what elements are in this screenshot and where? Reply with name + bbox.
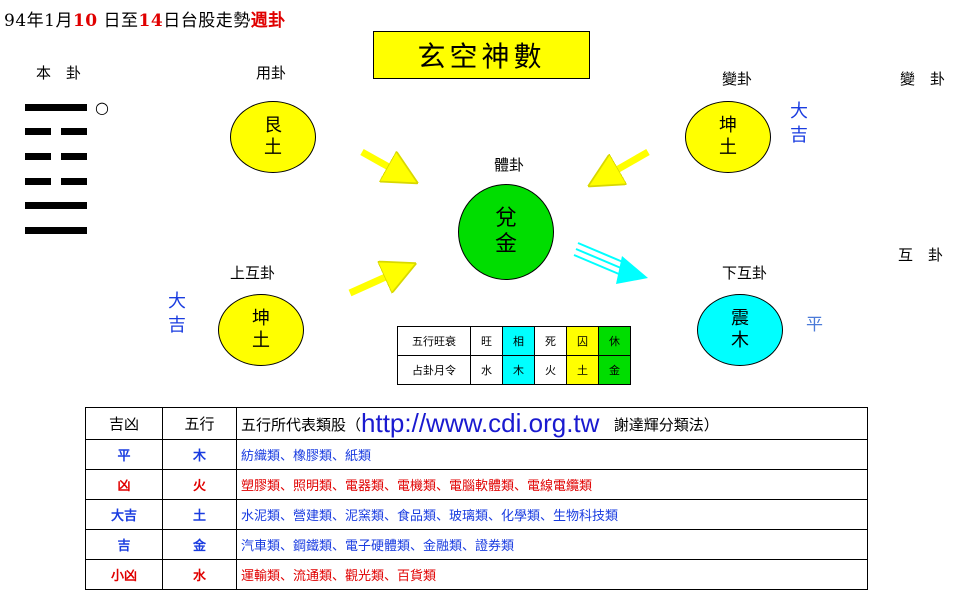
bian-gua-circle: 坤土 [685,101,771,173]
circle-text: 土 [719,137,737,158]
table-cell: 囚 [566,326,599,356]
luck-cell: 大吉 [85,499,163,530]
table-cell: 水 [470,355,503,385]
luck-text: 大 [168,291,186,312]
luck-text: 吉 [168,315,186,336]
luck-text: 大 [790,101,808,122]
arrow-shang-hu-to-ti [348,266,410,297]
hu-gua-outer-label: 互 卦 [898,246,944,264]
circle-text: 坤 [252,308,270,329]
luck-cell: 平 [85,439,163,470]
website-link[interactable]: http://www.cdi.org.tw [361,408,600,438]
circle-text: 艮 [264,115,282,136]
hexagram-line-yang [25,202,87,209]
hexagram-line-yin [61,178,87,185]
table-cell: 占卦月令 [397,355,471,385]
shang-hu-gua-circle: 坤土 [218,294,304,366]
hexagram-line-yin [25,178,51,185]
element-cell: 水 [162,559,237,590]
table-cell: 死 [534,326,567,356]
luck-cell: 小凶 [85,559,163,590]
shang-hu-gua-luck: 大吉 [168,290,186,338]
table-cell: 旺 [470,326,503,356]
stocks-cell: 運輸類、流通類、觀光類、百貨類 [236,559,868,590]
ben-gua-label: 本 卦 [36,64,82,82]
header-cell-luck: 吉凶 [85,407,163,440]
circle-text: 土 [252,330,270,351]
arrow-ti-to-xia-hu [573,242,648,284]
circle-text: 坤 [719,115,737,136]
table-row: 五行旺衰 旺 相 死 囚 休 [397,326,631,356]
bian-gua-luck: 大吉 [790,100,808,148]
stock-classification-table: 吉凶 五行 五行所代表類股（http://www.cdi.org.tw 謝達輝分… [85,407,868,590]
header-text: 謝達輝分類法） [613,416,719,434]
circle-text: 金 [494,232,517,257]
table-cell: 土 [566,355,599,385]
table-cell: 休 [598,326,631,356]
table-cell: 木 [502,355,535,385]
table-cell: 火 [534,355,567,385]
circle-text: 木 [731,330,749,351]
hexagram-line-yin [61,153,87,160]
table-row: 凶 火 塑膠類、照明類、電器類、電機類、電腦軟體類、電線電纜類 [85,469,868,500]
element-cell: 金 [162,529,237,560]
ti-gua-label: 體卦 [494,156,525,174]
yong-gua-label: 用卦 [256,64,287,82]
stocks-cell: 紡織類、橡膠類、紙類 [236,439,868,470]
hexagram-line-yin [61,128,87,135]
bian-gua-label: 變卦 [722,70,753,88]
header-suffix: 週卦 [250,11,286,31]
luck-text: 吉 [790,125,808,146]
stocks-cell: 汽車類、鋼鐵類、電子硬體類、金融類、證券類 [236,529,868,560]
element-cell: 火 [162,469,237,500]
hexagram-line-yang [25,227,87,234]
table-row: 吉 金 汽車類、鋼鐵類、電子硬體類、金融類、證券類 [85,529,868,560]
xia-hu-gua-luck: 平 [806,315,823,335]
circle-text: 震 [731,308,749,329]
stocks-cell: 塑膠類、照明類、電器類、電機類、電腦軟體類、電線電纜類 [236,469,868,500]
header-date-part: 94年1月 [4,11,73,31]
table-row: 小凶 水 運輸類、流通類、觀光類、百貨類 [85,559,868,590]
bian-gua-outer-label: 變 卦 [900,70,946,88]
header-day-end: 14 [138,11,164,31]
header-cell-element: 五行 [162,407,237,440]
table-row: 占卦月令 水 木 火 土 金 [397,355,631,385]
header-cell-stocks: 五行所代表類股（http://www.cdi.org.tw 謝達輝分類法） [236,407,868,440]
table-row: 平 木 紡織類、橡膠類、紙類 [85,439,868,470]
arrow-yong-to-ti [360,148,412,180]
header-text: 五行所代表類股（ [241,416,362,434]
hexagram-line-yang [25,104,87,111]
hexagram-line-yin [25,128,51,135]
table-cell: 相 [502,326,535,356]
table-cell: 金 [598,355,631,385]
table-row: 大吉 土 水泥類、營建類、泥窯類、食品類、玻璃類、化學類、生物科技類 [85,499,868,530]
header-date-part: 日至 [97,11,139,31]
header-title: 94年1月10 日至14日台股走勢週卦 [4,6,286,31]
luck-cell: 凶 [85,469,163,500]
xia-hu-gua-circle: 震木 [697,294,783,366]
header-day-start: 10 [72,11,98,31]
five-element-table: 五行旺衰 旺 相 死 囚 休 占卦月令 水 木 火 土 金 [397,326,631,385]
stocks-cell: 水泥類、營建類、泥窯類、食品類、玻璃類、化學類、生物科技類 [236,499,868,530]
element-cell: 木 [162,439,237,470]
element-cell: 土 [162,499,237,530]
hexagram-line-yin [25,153,51,160]
circle-text: 兌 [494,206,517,231]
table-cell: 五行旺衰 [397,326,471,356]
ti-gua-circle: 兌金 [458,184,554,280]
shang-hu-gua-label: 上互卦 [230,264,276,282]
yong-gua-circle: 艮土 [230,101,316,173]
arrow-bian-to-ti [594,148,650,183]
luck-cell: 吉 [85,529,163,560]
moving-line-mark: ○ [95,98,109,117]
table-header-row: 吉凶 五行 五行所代表類股（http://www.cdi.org.tw 謝達輝分… [85,407,868,440]
page-title: 玄空神數 [373,31,590,79]
header-date-part: 日台股走勢 [163,11,251,31]
xia-hu-gua-label: 下互卦 [722,264,768,282]
circle-text: 土 [264,137,282,158]
